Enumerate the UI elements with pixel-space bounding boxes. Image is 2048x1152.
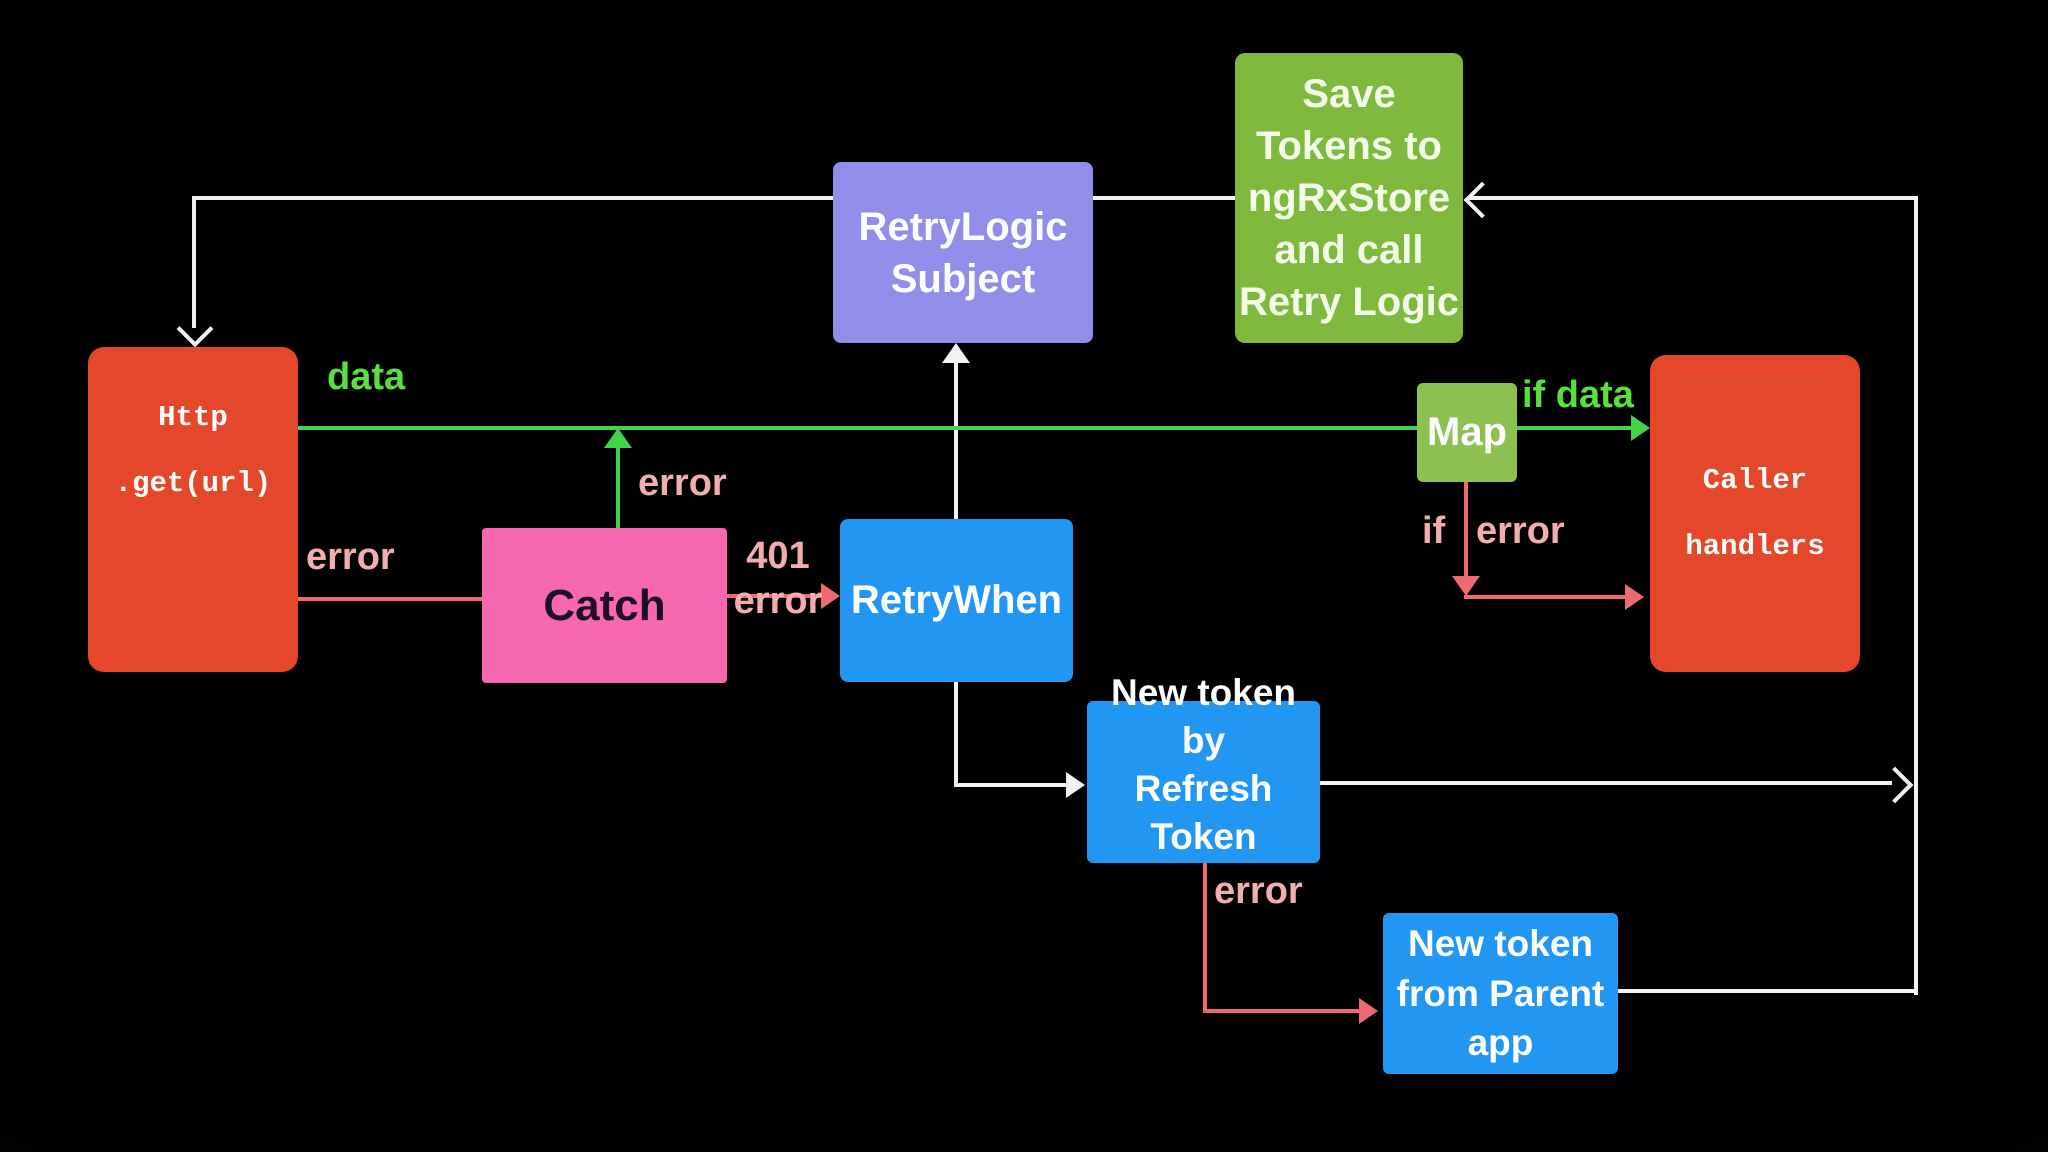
arrow-error-up-icon (604, 428, 632, 448)
node-save-tokens: Save Tokens to ngRxStore and call Retry … (1235, 53, 1463, 343)
edge-refresh-to-loop (1320, 781, 1892, 785)
edge-retrywhen-down (954, 682, 958, 787)
node-retrylogic-subject: RetryLogic Subject (833, 162, 1093, 343)
edge-retrylogic-to-http-drop (192, 196, 196, 328)
edge-retrywhen-to-refresh (954, 783, 1070, 787)
label-error-refresh: error (1214, 870, 1303, 912)
label-if: if (1422, 510, 1446, 552)
edge-retrywhen-to-retrylogic (954, 360, 958, 519)
label-401-error: 401 error (733, 535, 823, 622)
node-map: Map (1417, 383, 1517, 482)
node-retrywhen: RetryWhen (840, 519, 1073, 682)
edge-refresh-error-to-parent (1203, 1009, 1363, 1013)
arrow-into-parentapp-icon (1359, 998, 1378, 1024)
arrow-map-error-down-icon (1452, 576, 1480, 596)
node-new-token-parent: New token from Parent app (1383, 913, 1618, 1074)
arrow-refresh-loop-icon (1876, 766, 1914, 804)
arrow-into-http-icon (176, 310, 214, 348)
arrow-into-refresh-icon (1066, 772, 1085, 798)
node-caller-handlers: Caller handlers (1650, 355, 1860, 672)
node-new-token-refresh: New token by Refresh Token (1087, 672, 1320, 863)
edge-loop-top (1468, 196, 1918, 200)
edge-catch-error-up (616, 446, 620, 528)
edge-parentapp-to-loop (1618, 989, 1918, 993)
label-error-catch-up: error (638, 462, 727, 504)
edge-refresh-error-down (1203, 863, 1207, 1013)
edge-loop-right-vertical (1914, 196, 1918, 995)
edge-catch-to-retrywhen (727, 594, 824, 598)
label-if-data: if data (1522, 374, 1634, 416)
arrow-into-savetokens-icon (1463, 181, 1501, 219)
edge-retrylogic-to-savetokens (1093, 196, 1235, 200)
edge-map-error-down (1464, 482, 1468, 580)
edge-map-error-to-caller (1464, 595, 1628, 599)
arrow-data-into-caller-icon (1631, 415, 1650, 441)
arrow-error-into-caller-icon (1625, 584, 1644, 610)
node-http-get: Http .get(url) (88, 347, 298, 672)
arrow-into-retrywhen-icon (821, 583, 840, 609)
label-error-map: error (1476, 510, 1565, 552)
node-catch: Catch (482, 528, 727, 683)
edge-http-error-to-catch (298, 597, 482, 601)
label-error-http-catch: error (306, 536, 395, 578)
edge-data-main (298, 426, 1636, 430)
edge-retrylogic-to-http-top (192, 196, 833, 200)
label-data: data (327, 356, 406, 398)
arrow-into-retrylogic-icon (942, 343, 970, 363)
